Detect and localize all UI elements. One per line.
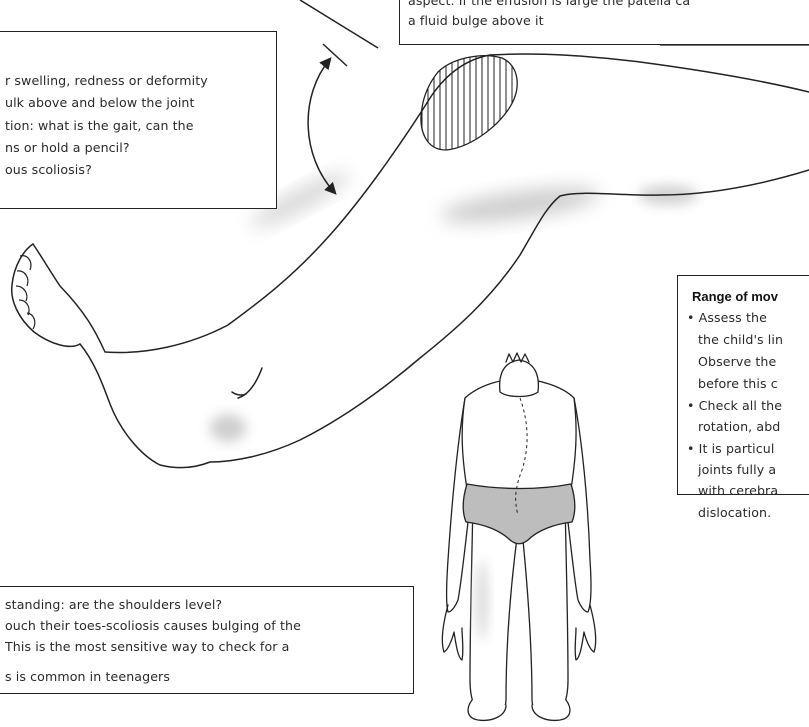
child-figure [442,353,595,720]
callout-scoliosis: standing: are the shoulders level? ouch … [0,586,414,694]
toes [16,256,35,329]
figure-shading [476,560,488,640]
callout-line: standing: are the shoulders level? [5,597,222,612]
callout-line: aspect. If the effusion is large the pat… [408,0,690,8]
callout-line: the child's lin [698,332,783,347]
callout-effusion: aspect. If the effusion is large the pat… [399,0,809,45]
callout-line: r swelling, redness or deformity [5,73,208,88]
callout-line: s is common in teenagers [5,669,170,684]
callout-inspection: r swelling, redness or deformity ulk abo… [0,31,277,209]
callout-line: • Check all the [687,398,782,413]
knee-effusion-hatch [421,56,517,150]
callout-line: ulk above and below the joint [5,95,195,110]
callout-line: with cerebra [698,483,778,498]
callout-line: • It is particul [687,441,774,456]
callout-line: tion: what is the gait, can the [5,118,194,133]
callout-line: before this c [698,376,778,391]
callout-line: ous scoliosis? [5,162,92,177]
callout-line: dislocation. [698,505,771,520]
callout-heading: Range of mov [692,289,778,304]
callout-line: This is the most sensitive way to check … [5,639,289,654]
callout-line: Observe the [698,354,776,369]
callout-line: joints fully a [698,462,776,477]
callout-line: ns or hold a pencil? [5,140,130,155]
leg-shading [210,165,698,442]
callout-range-of-movement: Range of mov • Assess the the child's li… [677,275,809,495]
callout-line: a fluid bulge above it [408,13,544,28]
callout-line: • Assess the [687,310,767,325]
range-of-motion-arrow [300,0,378,193]
callout-line: ouch their toes-scoliosis causes bulging… [5,618,301,633]
callout-line: rotation, abd [698,419,780,434]
